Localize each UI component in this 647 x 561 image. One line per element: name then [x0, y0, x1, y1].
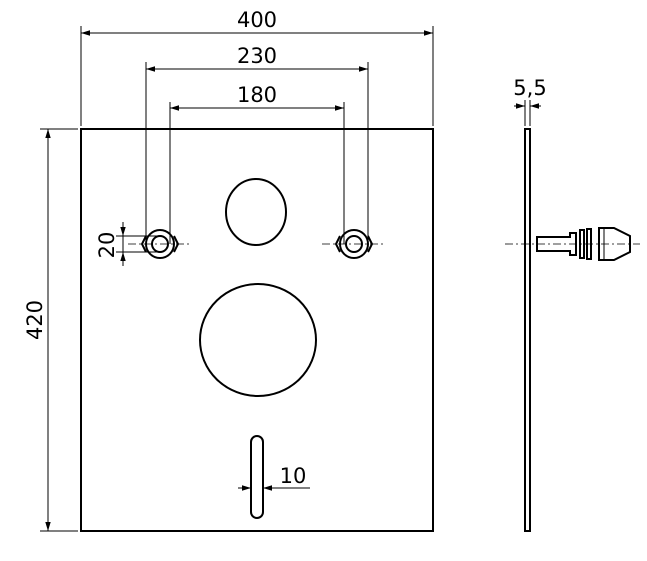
dimension-hole-height: 20 [95, 222, 160, 266]
plate-side-profile [524, 128, 531, 532]
dimension-slot-width: 10 [238, 464, 310, 491]
dimension-overall-width: 400 [80, 8, 434, 126]
dimension-outer-hole-spacing: 230 [145, 44, 369, 244]
dimension-label-inner-hole-spacing: 180 [237, 83, 277, 107]
dimension-inner-hole-spacing: 180 [169, 83, 345, 244]
dimension-label-overall-height: 420 [23, 300, 47, 340]
front-view [80, 128, 434, 532]
dimension-label-plate-thickness: 5,5 [513, 76, 546, 100]
dimension-overall-height: 420 [23, 128, 78, 532]
side-view: 5,5 [505, 76, 640, 532]
left-mounting-hole [128, 229, 192, 259]
right-mounting-hole [322, 229, 386, 259]
dimension-label-slot-width: 10 [280, 464, 307, 488]
upper-oval-opening [225, 178, 287, 246]
dimension-plate-thickness: 5,5 [513, 76, 547, 126]
dimension-label-hole-height: 20 [95, 232, 119, 259]
dimension-label-overall-width: 400 [237, 8, 277, 32]
dimension-label-outer-hole-spacing: 230 [237, 44, 277, 68]
fastener-assembly [536, 227, 631, 261]
vertical-slot [250, 435, 264, 519]
plate-outline [80, 128, 434, 532]
large-round-opening [199, 283, 317, 397]
